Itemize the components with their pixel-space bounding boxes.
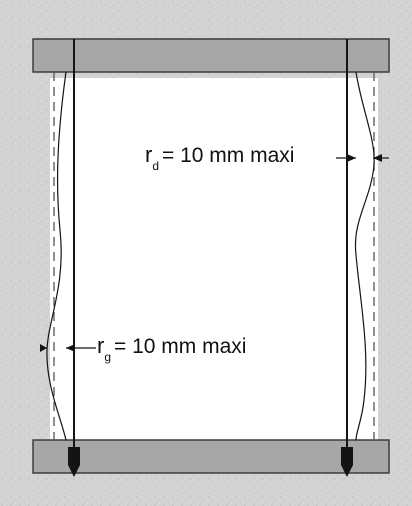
right-label-subscript: d [152, 159, 160, 173]
left-label-subscript: g [104, 350, 112, 364]
right-label-text: = 10 mm maxi [162, 144, 295, 167]
bottom-rail [32, 439, 390, 474]
right-rod-tip [341, 447, 353, 477]
left-label-symbol: r [97, 333, 105, 358]
right-tolerance-label: rd= 10 mm maxi [145, 142, 295, 173]
panel-opening [50, 78, 378, 440]
left-label-text: = 10 mm maxi [114, 335, 247, 358]
right-wall-profile [354, 71, 375, 441]
left-wall-profile [46, 71, 67, 441]
left-dimension-arrows [40, 344, 96, 352]
left-tolerance-label: rg= 10 mm maxi [97, 333, 247, 364]
top-rail [32, 38, 390, 73]
left-rod-tip [68, 447, 80, 477]
right-label-symbol: r [145, 142, 153, 167]
right-dimension-arrows [336, 154, 389, 162]
